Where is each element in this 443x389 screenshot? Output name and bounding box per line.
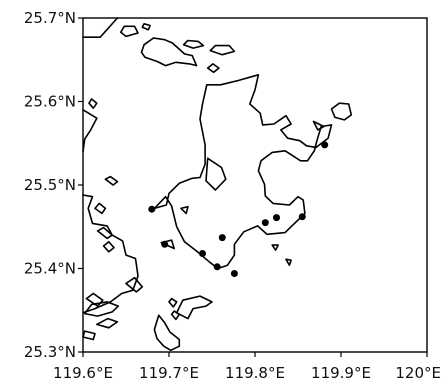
coastline <box>209 44 236 56</box>
coastline <box>82 17 119 38</box>
coastline <box>153 74 333 270</box>
station-marker <box>148 205 156 213</box>
coastline <box>205 157 227 191</box>
coastline <box>82 109 98 153</box>
map-frame <box>82 17 428 353</box>
coastline <box>330 102 353 121</box>
coastline <box>140 37 198 67</box>
y-tick-label: 25.3°N <box>24 343 76 361</box>
coastline <box>96 317 119 329</box>
coastline-layer <box>82 17 353 352</box>
station-markers <box>148 141 329 277</box>
station-marker <box>199 250 206 257</box>
x-tick-label: 119.7°E <box>139 364 199 382</box>
coastline <box>88 98 98 109</box>
station-marker <box>298 213 306 221</box>
y-tick-label: 25.6°N <box>24 93 76 111</box>
station-marker <box>321 141 329 149</box>
x-tick-label: 119.8°E <box>225 364 285 382</box>
coastline <box>102 241 115 253</box>
coastline <box>285 258 292 266</box>
axis-ticks <box>78 17 428 357</box>
x-axis-labels: 119.6°E 119.7°E 119.8°E 119.9°E 120°E <box>53 364 441 382</box>
coastline <box>168 297 178 308</box>
coastline <box>175 295 213 320</box>
coastline <box>206 63 220 74</box>
coastline <box>82 194 139 314</box>
coastline <box>83 301 120 317</box>
coastline <box>271 244 279 251</box>
station-marker <box>273 214 280 222</box>
coastline <box>125 276 144 293</box>
coastline <box>182 39 205 49</box>
coastline <box>141 23 151 31</box>
x-tick-label: 120°E <box>395 364 441 382</box>
x-tick-label: 119.9°E <box>311 364 371 382</box>
y-axis-labels: 25.7°N 25.6°N 25.5°N 25.4°N 25.3°N <box>24 9 76 361</box>
coastline <box>312 120 325 131</box>
station-marker <box>230 270 238 277</box>
coastline <box>153 314 181 352</box>
coastline <box>82 330 96 341</box>
coastline <box>180 205 189 215</box>
station-marker <box>261 219 269 227</box>
station-marker <box>218 234 226 242</box>
y-tick-label: 25.4°N <box>24 260 76 278</box>
coastline <box>120 25 139 38</box>
coastline <box>104 175 119 186</box>
y-tick-label: 25.7°N <box>24 9 76 27</box>
station-marker <box>213 263 221 271</box>
coastline <box>170 310 181 321</box>
station-marker <box>161 240 169 248</box>
y-tick-label: 25.5°N <box>24 176 76 194</box>
coastline <box>94 202 107 215</box>
x-tick-label: 119.6°E <box>53 364 113 382</box>
coastline <box>96 226 113 240</box>
